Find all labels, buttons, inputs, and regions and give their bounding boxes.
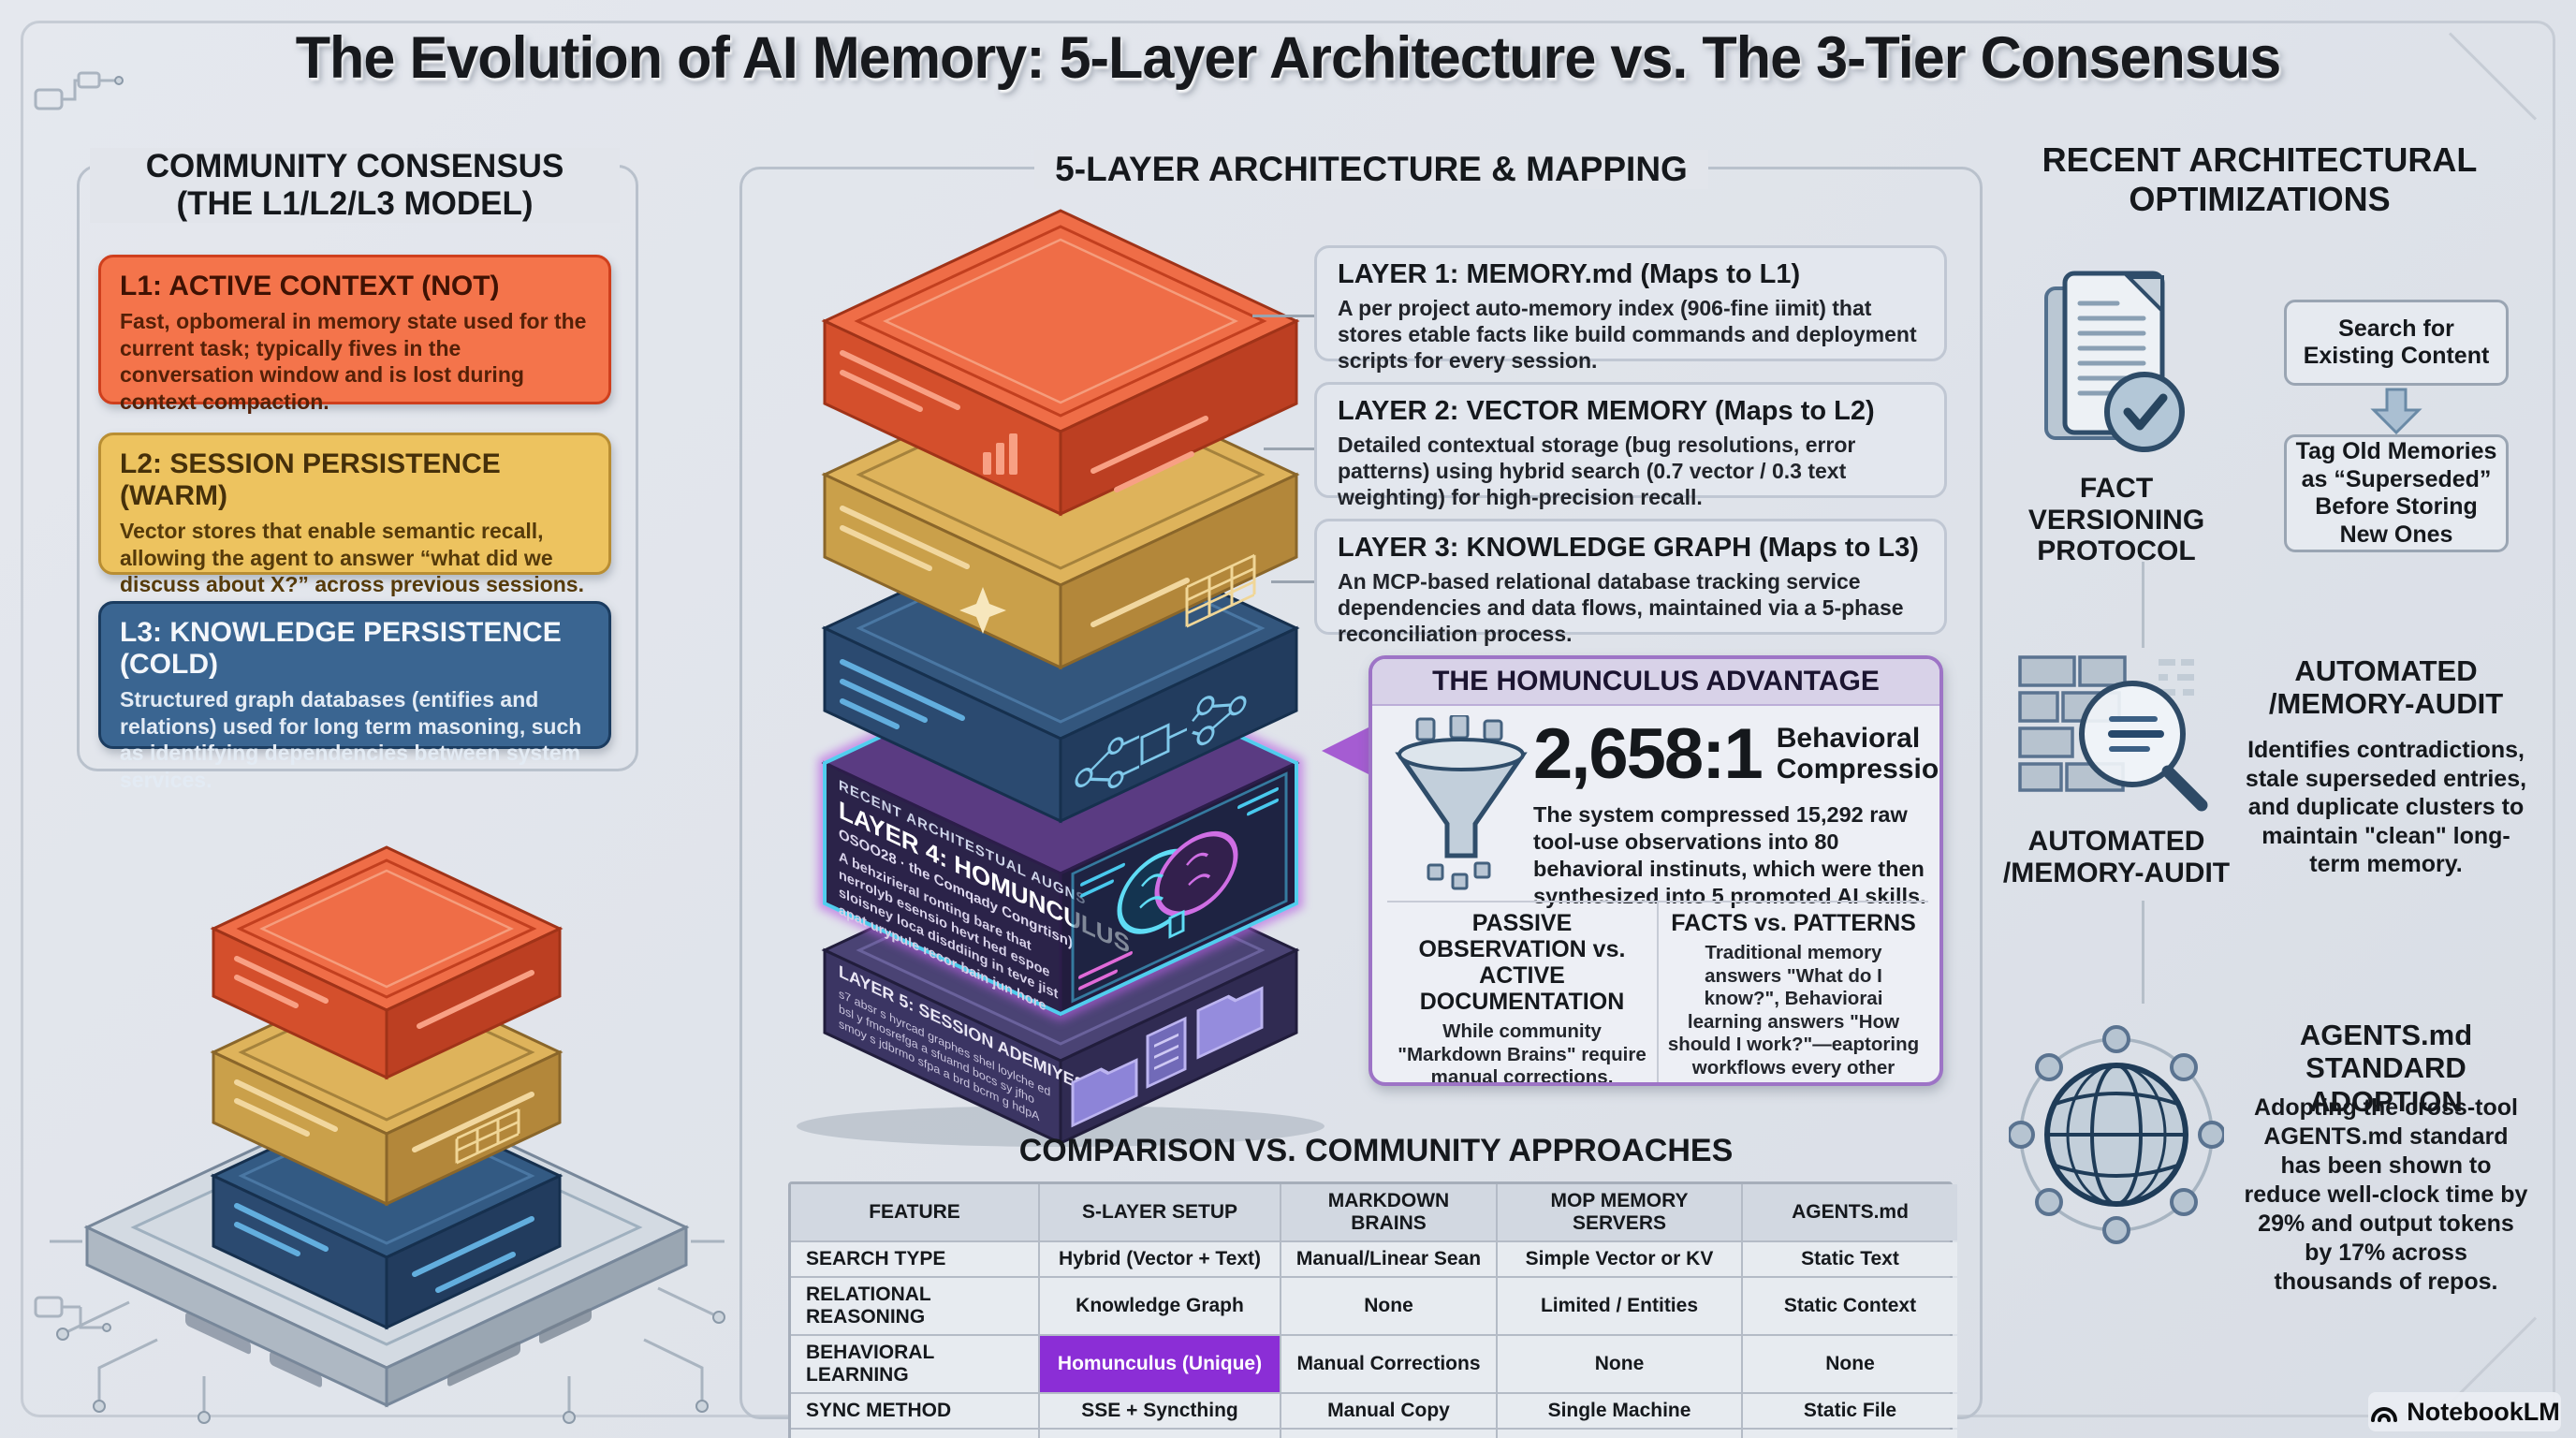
layer1-callout-body: A per project auto-memory index (906-fin…: [1338, 296, 1917, 374]
l2-session-persistence-box: L2: SESSION PERSISTENCE (WARM) Vector st…: [98, 433, 611, 596]
table-cell: Static Text: [1743, 1242, 1957, 1276]
table-cell: None: [1281, 1278, 1496, 1334]
table-row-feature: COMPLEXITY: [791, 1430, 1038, 1438]
l1-active-context-box: L1: ACTIVE CONTEXT (NOT) Fast, opbomeral…: [98, 255, 611, 414]
col-header-feature: FEATURE: [791, 1184, 1038, 1240]
homunculus-advantage-box: THE HOMUNCULUS ADVANTAGE 2,658:1 Behavio…: [1368, 655, 1943, 1086]
table-cell: Static File: [1743, 1394, 1957, 1428]
l3-title: L3: KNOWLEDGE PERSISTENCE (COLD): [120, 617, 562, 680]
memory-audit-magnifier-icon: [2018, 655, 2208, 812]
layer1-callout-title: LAYER 1: MEMORY.md (Maps to L1): [1338, 259, 1801, 289]
right-column-header: RECENT ARCHITECTURAL OPTIMIZATIONS: [2042, 140, 2478, 218]
fact-versioning-label: FACT VERSIONING PROTOCOL: [2027, 473, 2205, 567]
l1-body: Fast, opbomeral in memory state used for…: [120, 309, 587, 414]
agents-md-body: Adopting the cross-tool AGENTS.md standa…: [2244, 1094, 2528, 1295]
compression-ratio: 2,658:1 Behavioral Compression: [1533, 714, 1943, 794]
layer2-callout-title: LAYER 2: VECTOR MEMORY (Maps to L2): [1338, 396, 1875, 426]
right-divider-1: [2142, 562, 2144, 648]
table-cell: Limited / Entities: [1498, 1278, 1741, 1334]
middle-column-header: 5-LAYER ARCHITECTURE & MAPPING: [1034, 150, 1708, 189]
memory-audit-heading: AUTOMATED /MEMORY-AUDIT: [2268, 654, 2504, 720]
brain-icon: [1117, 830, 1238, 939]
three-tier-stack-illustration: [50, 845, 725, 1424]
col-header-mcp: MOP MEMORY SERVERS: [1498, 1184, 1741, 1240]
memory-audit-label: AUTOMATED /MEMORY-AUDIT: [2002, 826, 2231, 888]
circuit-chip-decoration-bottom-left: [34, 1296, 111, 1332]
table-row-feature: RELATIONAL REASONING: [791, 1278, 1038, 1334]
table-cell-highlight: Homunculus (Unique): [1040, 1336, 1280, 1392]
comparison-table-title: COMPARISON VS. COMMUNITY APPROACHES: [1018, 1133, 1734, 1168]
agents-md-heading: AGENTS.md STANDARD ADOPTION: [2299, 1019, 2473, 1118]
passive-vs-active-column: PASSIVE OBSERVATION vs. ACTIVE DOCUMENTA…: [1398, 910, 1647, 1086]
ratio-value: 2,658:1: [1533, 714, 1764, 794]
layer1-callout: LAYER 1: MEMORY.md (Maps to L1) A per pr…: [1314, 245, 1947, 373]
layer3-callout-title: LAYER 3: KNOWLEDGE GRAPH (Maps to L3): [1338, 533, 1919, 563]
layer3-molecule: [1075, 696, 1247, 789]
tag-superseded-box: Tag Old Memories as “Superseded” Before …: [2284, 434, 2509, 552]
layer3-callout: LAYER 3: KNOWLEDGE GRAPH (Maps to L3) An…: [1314, 519, 1947, 646]
col-header-slayer: S-LAYER SETUP: [1040, 1184, 1280, 1240]
left-header-line2: (THE L1/L2/L3 MODEL): [176, 184, 534, 222]
layer2-table-grid: [1185, 553, 1256, 628]
layer5-folder-icons: [1071, 986, 1264, 1128]
layer3-callout-body: An MCP-based relational database trackin…: [1338, 569, 1904, 647]
layer1-bars-glyph: [983, 433, 1017, 475]
l1-title: L1: ACTIVE CONTEXT (NOT): [120, 271, 500, 301]
memory-audit-body: Identifies contradictions, stale superse…: [2245, 737, 2527, 877]
facts-vs-patterns-column: FACTS vs. PATTERNS Traditional memory an…: [1657, 902, 1928, 1082]
funnel-compression-icon: [1395, 715, 1528, 890]
table-cell: None: [1743, 1336, 1957, 1392]
notebooklm-watermark: NotebookLM: [2368, 1392, 2561, 1431]
ratio-label: Behavioral Compression: [1776, 723, 1943, 785]
page-title: The Evolution of AI Memory: 5-Layer Arch…: [295, 25, 2282, 91]
table-cell: High (5 Systems): [1040, 1430, 1280, 1438]
circuit-chip-decoration-top-left: [34, 71, 124, 110]
connector-layer3: [1271, 580, 1314, 583]
left-column-header: COMMUNITY CONSENSUS (THE L1/L2/L3 MODEL): [90, 148, 620, 223]
table-cell: Low (Folder-based): [1281, 1430, 1496, 1438]
connector-layer2: [1264, 448, 1314, 450]
fact-versioning-document-icon: [2044, 271, 2185, 452]
five-layer-stack-illustration: LAYER 5: SESSION ADEMIYES s7 absr s hyrc…: [797, 209, 1325, 1147]
table-cell: Static Context: [1743, 1278, 1957, 1334]
l2-body: Vector stores that enable semantic recal…: [120, 519, 584, 597]
homunculus-title: THE HOMUNCULUS ADVANTAGE: [1372, 659, 1939, 706]
layer2-callout-body: Detailed contextual storage (bug resolut…: [1338, 433, 1856, 510]
table-cell: Hybrid (Vector + Text): [1040, 1242, 1280, 1276]
table-cell: None: [1498, 1336, 1741, 1392]
col-header-agents: AGENTS.md: [1743, 1184, 1957, 1240]
layer2-callout: LAYER 2: VECTOR MEMORY (Maps to L2) Deta…: [1314, 382, 1947, 509]
notebooklm-logo-icon: [2371, 1407, 2398, 1422]
table-row-feature: SEARCH TYPE: [791, 1242, 1038, 1276]
table-cell: SSE + Syncthing: [1040, 1394, 1280, 1428]
table-cell: Medium (1 Server): [1498, 1430, 1741, 1438]
agents-globe-network-icon: [2009, 1025, 2224, 1244]
table-row-feature: BEHAVIORAL LEARNING: [791, 1336, 1038, 1392]
l2-title: L2: SESSION PERSISTENCE (WARM): [120, 448, 501, 511]
table-cell: Simple Vector or KV: [1498, 1242, 1741, 1276]
l3-body: Structured graph databases (entifies and…: [120, 687, 582, 792]
down-arrow-icon: [2370, 388, 2422, 434]
connector-layer1: [1252, 315, 1314, 317]
notebooklm-brand-text: NotebookLM: [2407, 1397, 2560, 1426]
homunculus-summary: The system compressed 15,292 raw tool-us…: [1533, 802, 1926, 909]
table-cell: Manual/Linear Sean: [1281, 1242, 1496, 1276]
table-row-feature: SYNC METHOD: [791, 1394, 1038, 1428]
homunculus-callout-arrow: [1322, 726, 1370, 775]
table-cell: Zero (SaaS/Standard): [1743, 1430, 1957, 1438]
search-existing-content-box: Search for Existing Content: [2284, 300, 2509, 386]
left-header-line1: COMMUNITY CONSENSUS: [145, 148, 564, 184]
layer2-sparkle: [959, 587, 1006, 634]
right-divider-2: [2142, 901, 2144, 1004]
l3-knowledge-persistence-box: L3: KNOWLEDGE PERSISTENCE (COLD) Structu…: [98, 601, 611, 792]
homunculus-subsections: PASSIVE OBSERVATION vs. ACTIVE DOCUMENTA…: [1387, 901, 1928, 1082]
table-cell: Manual Corrections: [1281, 1336, 1496, 1392]
col-header-markdown: MARKDOWN BRAINS: [1281, 1184, 1496, 1240]
layer4-brain-panel: [1071, 771, 1288, 1004]
table-cell: Knowledge Graph: [1040, 1278, 1280, 1334]
corner-accent-top-right: [2448, 32, 2538, 121]
comparison-table: FEATURE S-LAYER SETUP MARKDOWN BRAINS MO…: [788, 1181, 1957, 1438]
table-cell: Single Machine: [1498, 1394, 1741, 1428]
table-cell: Manual Copy: [1281, 1394, 1496, 1428]
